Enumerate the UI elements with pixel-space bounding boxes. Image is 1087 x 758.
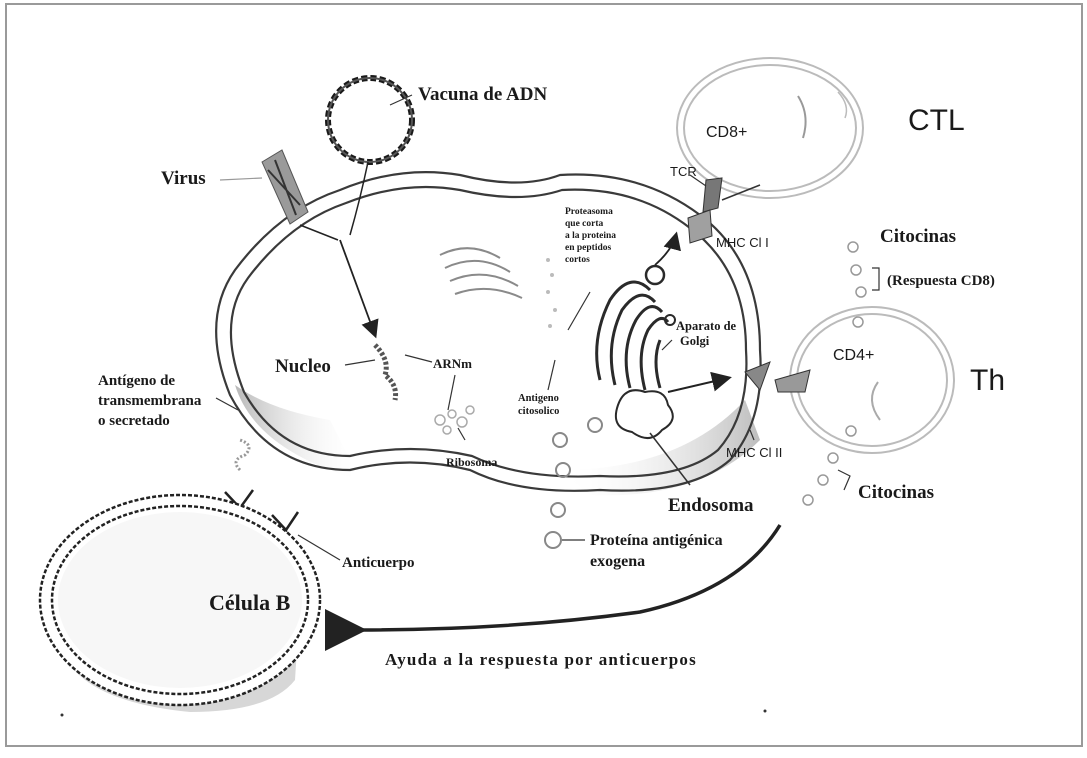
label-ribosoma: Ribosoma: [446, 455, 497, 469]
label-endosoma: Endosoma: [668, 495, 754, 516]
label-vacuna: Vacuna de ADN: [418, 84, 547, 105]
svg-text:Proteína antigénica: Proteína antigénica: [590, 532, 723, 549]
svg-text:Proteasoma: Proteasoma: [565, 207, 613, 217]
label-anticuerpo: Anticuerpo: [342, 555, 415, 571]
label-mhc1: MHC Cl I: [716, 235, 769, 250]
cytokines-bottom: [803, 453, 838, 505]
svg-text:Golgi: Golgi: [680, 334, 710, 348]
label-arnm: ARNm: [433, 356, 472, 371]
plasmid-entry-line: [350, 162, 368, 235]
golgi-leader: [662, 340, 672, 350]
tcr-mhc1-receptor: [688, 178, 760, 243]
nucleo-leader: [345, 360, 375, 365]
endosome-vesicle: [616, 390, 673, 438]
svg-text:o secretado: o secretado: [98, 413, 170, 429]
mhc2-receptor: [745, 362, 810, 392]
label-ayuda: Ayuda a la respuesta por anticuerpos: [385, 650, 697, 669]
endoplasmic-reticulum: [440, 248, 522, 298]
cytokines-top-bracket: [872, 268, 879, 290]
label-citocinas-bottom: Citocinas: [858, 482, 934, 503]
speck: [61, 714, 64, 717]
label-cd8: CD8+: [706, 124, 747, 141]
svg-text:cortos: cortos: [565, 255, 590, 265]
proteasome-fragments: [546, 258, 557, 328]
golgi-apparatus: [597, 266, 675, 390]
ribosome-cluster: [435, 406, 474, 434]
label-proteina-exogena: Proteína antigénica exogena: [590, 532, 723, 570]
label-antigeno-citosolico: Antigeno citosolico: [518, 393, 559, 417]
citosolico-leader: [548, 360, 555, 390]
label-antigeno-transmembrana: Antígeno de transmembrana o secretado: [98, 373, 202, 429]
label-mhc2: MHC Cl II: [726, 445, 782, 460]
nuclear-dna-strand: [375, 345, 396, 400]
virus-leader: [220, 178, 262, 180]
secreted-antigen-chain: [236, 440, 249, 470]
svg-text:que corta: que corta: [565, 219, 604, 229]
entry-arrow: [340, 240, 375, 335]
label-proteasoma: Proteasoma que corta a la proteina en pe…: [565, 207, 616, 265]
label-respuesta-cd8: (Respuesta CD8): [887, 273, 995, 289]
label-aparato-golgi: Aparato de Golgi: [676, 319, 737, 348]
cytokines-top: [848, 242, 866, 297]
label-virus: Virus: [161, 168, 206, 189]
label-citocinas-top: Citocinas: [880, 226, 956, 247]
endosome-arrow-mhc2: [668, 378, 728, 392]
svg-text:transmembrana: transmembrana: [98, 393, 202, 409]
cell-shadow-left: [235, 385, 360, 480]
cytokines-bottom-bracket: [838, 470, 850, 490]
svg-text:a la proteina: a la proteina: [565, 231, 616, 241]
virus-glyph: [262, 150, 308, 224]
peptide-arrow-mhc1: [655, 235, 676, 265]
arnm-leader-2: [448, 375, 455, 410]
arnm-leader: [405, 355, 432, 362]
label-nucleo: Nucleo: [275, 356, 331, 377]
ctl-cell: [677, 58, 863, 198]
svg-text:citosolico: citosolico: [518, 406, 559, 417]
label-celula-b: Célula B: [209, 590, 291, 615]
dna-vaccine-plasmid: [328, 78, 412, 162]
label-th: Th: [970, 364, 1005, 397]
label-ctl: CTL: [908, 104, 965, 137]
virus-entry-line: [300, 225, 338, 240]
ribosoma-leader: [458, 428, 465, 440]
label-tcr: TCR: [670, 164, 697, 179]
speck: [764, 710, 767, 713]
th-cell: [790, 307, 954, 453]
svg-text:Antigeno: Antigeno: [518, 393, 559, 404]
svg-text:exogena: exogena: [590, 553, 645, 570]
label-cd4: CD4+: [833, 347, 874, 364]
proteasoma-leader: [568, 292, 590, 330]
svg-text:Aparato de: Aparato de: [676, 319, 737, 333]
svg-text:en peptidos: en peptidos: [565, 243, 611, 253]
svg-text:Antígeno de: Antígeno de: [98, 373, 175, 389]
